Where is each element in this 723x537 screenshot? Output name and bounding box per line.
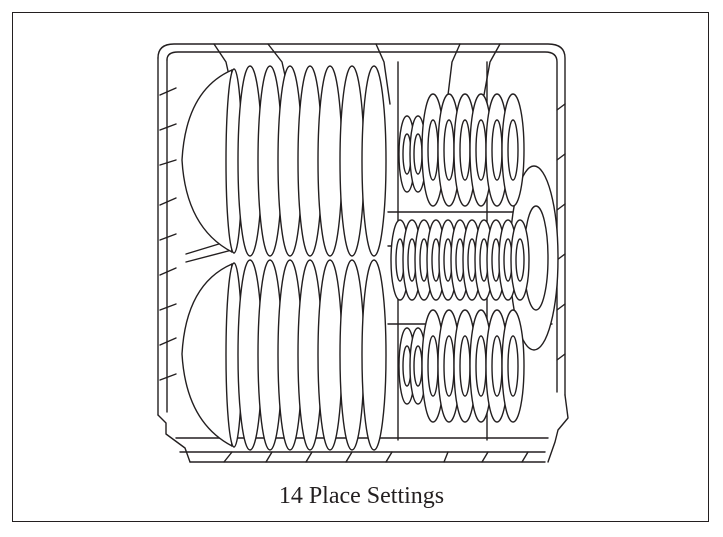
saucers-top-group [398,93,525,207]
saucers-middle-row [390,219,530,301]
figure-caption: 14 Place Settings [278,483,445,509]
bowl-top [181,68,243,254]
saucers-bottom-group [398,309,525,423]
serving-platter [509,165,559,351]
dinner-plates-bottom-row [237,259,387,451]
bowl-bottom [181,262,243,448]
dinner-plates-top-row [237,65,387,257]
